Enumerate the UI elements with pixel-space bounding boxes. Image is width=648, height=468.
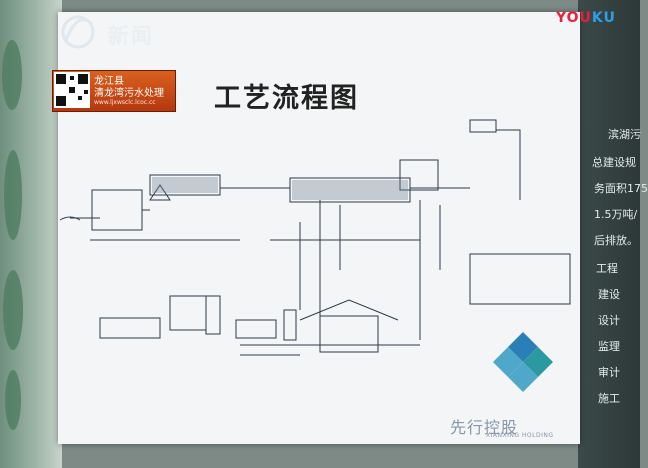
equipment-outline [205, 295, 221, 335]
map-green-area [5, 370, 21, 430]
info-text-line: 建设 [598, 288, 620, 301]
tank-outline [91, 189, 143, 231]
qr-code-icon [54, 72, 90, 108]
company-name-cn: 先行控股 [450, 418, 519, 437]
board-title: 工艺流程图 [214, 83, 359, 114]
equipment-outline [235, 319, 277, 339]
left-map-board [0, 0, 62, 468]
info-text-line: 滨湖污 [608, 128, 641, 141]
tank-outline [399, 159, 439, 191]
map-green-area [3, 270, 23, 350]
info-text-line: 1.5万吨/ [594, 208, 638, 221]
caption-plant: 清龙湾污水处理 [94, 88, 164, 99]
caption-county: 龙江县 [94, 76, 124, 87]
right-info-board: 滨湖污 总建设规 务面积175 1.5万吨/ 后排放。 工程 建设 设计 监理 … [578, 0, 648, 468]
pipe-line [70, 129, 521, 219]
equipment-outline [99, 317, 161, 339]
info-text-line: 审计 [598, 366, 620, 379]
map-green-area [4, 150, 22, 240]
tank-fill [292, 180, 408, 200]
channel-name: 新闻 [108, 24, 154, 48]
watermark-part: YOU [556, 10, 592, 26]
company-name-en: XIANXING HOLDING [486, 432, 554, 439]
info-text-line: 监理 [598, 340, 620, 353]
tank-outline [149, 174, 221, 196]
channel-logo-icon [61, 15, 95, 49]
building-outline [169, 295, 207, 331]
info-text-line: 施工 [598, 392, 620, 405]
info-text-line: 设计 [598, 314, 620, 327]
info-text-line: 后排放。 [594, 234, 638, 247]
logo-tile [508, 362, 538, 392]
qr-pattern [56, 74, 88, 106]
tank-outline [469, 119, 497, 133]
inlet-symbol [59, 216, 81, 221]
map-green-area [2, 40, 22, 110]
caption-url: www.ljxwsclc.lcoc.cc [94, 99, 156, 106]
equipment-outline [283, 309, 297, 341]
tank-outline [469, 253, 571, 305]
building-outline [319, 315, 379, 353]
company-logo [493, 332, 553, 392]
info-text-line: 工程 [596, 262, 618, 275]
watermark-part: KU [591, 10, 616, 26]
roof-outline [149, 184, 399, 321]
tank-fill [152, 177, 218, 193]
info-text-line: 务面积175 [594, 182, 648, 195]
pipe-line [90, 239, 420, 356]
pipe-line [299, 200, 441, 345]
info-text-line: 总建设规 [592, 156, 636, 169]
youku-watermark: YOUKU [556, 10, 616, 26]
